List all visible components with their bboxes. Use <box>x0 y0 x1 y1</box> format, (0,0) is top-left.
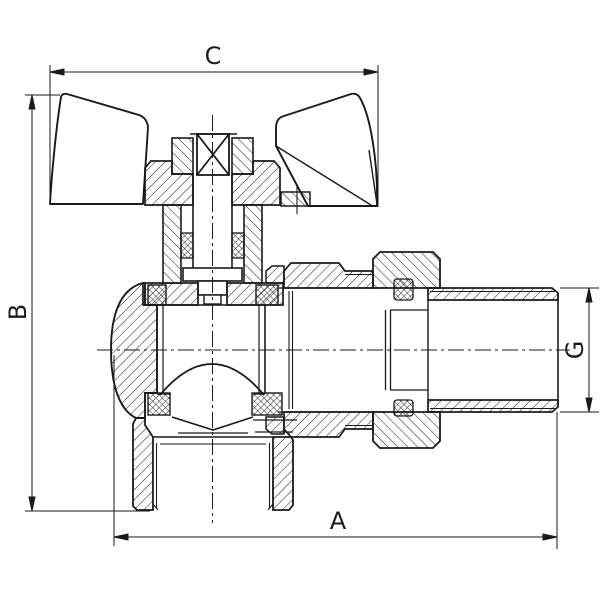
tailpiece-wall-bottom <box>427 399 559 413</box>
g-arrow-bottom <box>585 397 593 413</box>
c-dimension-label: C <box>205 42 222 70</box>
tailpiece <box>384 287 559 413</box>
stem-packing-block-right <box>231 137 254 175</box>
c-arrow-left <box>49 68 65 76</box>
port-shoulder-top <box>265 265 285 284</box>
o-ring-bottom <box>393 399 414 417</box>
handle-right-wing <box>275 92 379 207</box>
bonnet-wall-left <box>162 204 182 284</box>
outlet-chamfer-right <box>267 503 274 511</box>
stem-packing-block-left <box>171 137 194 175</box>
port-shoulder-bottom <box>265 416 285 435</box>
centerlines <box>97 115 570 523</box>
handle-right-wing-bottom-edge <box>275 145 372 206</box>
dimension-g: G <box>560 287 599 413</box>
dimension-c: C <box>49 42 379 207</box>
a-arrow-left <box>113 533 129 541</box>
a-dimension-label: A <box>330 507 347 535</box>
bore-vee <box>171 416 254 431</box>
bonnet-wall-right <box>243 204 263 284</box>
handle-left-wing <box>49 92 149 205</box>
union-nut <box>372 251 441 449</box>
handle-right-wing-end-edge <box>368 149 378 205</box>
g-arrow-top <box>585 287 593 303</box>
c-arrow-right <box>363 68 379 76</box>
o-ring-top <box>393 278 414 301</box>
b-arrow-top <box>28 94 36 110</box>
a-arrow-right <box>542 533 558 541</box>
gland-side-tab <box>280 191 311 207</box>
b-dimension-label: B <box>4 304 32 320</box>
stem-packing-ring-left <box>180 232 194 259</box>
outlet-wall-left <box>132 417 154 511</box>
valve-body <box>110 262 385 511</box>
dimension-b: B <box>4 94 150 512</box>
b-arrow-bottom <box>28 496 36 512</box>
g-dimension-label: G <box>561 341 589 360</box>
outlet-wall-right <box>272 436 294 511</box>
ball-seat-bottom-right <box>251 392 283 416</box>
butterfly-handle <box>49 92 379 207</box>
tailpiece-wall-top <box>427 287 559 301</box>
ball-seat-top-right <box>255 284 279 306</box>
union-nut-bottom <box>372 411 441 449</box>
ball-seat-bottom-left <box>147 392 171 416</box>
dimension-a: A <box>113 355 558 549</box>
outlet-chamfer-left <box>152 503 159 511</box>
stem-packing-ring-right <box>231 232 245 259</box>
ball-seat-top-left <box>147 284 167 306</box>
stem-assembly <box>144 133 311 305</box>
